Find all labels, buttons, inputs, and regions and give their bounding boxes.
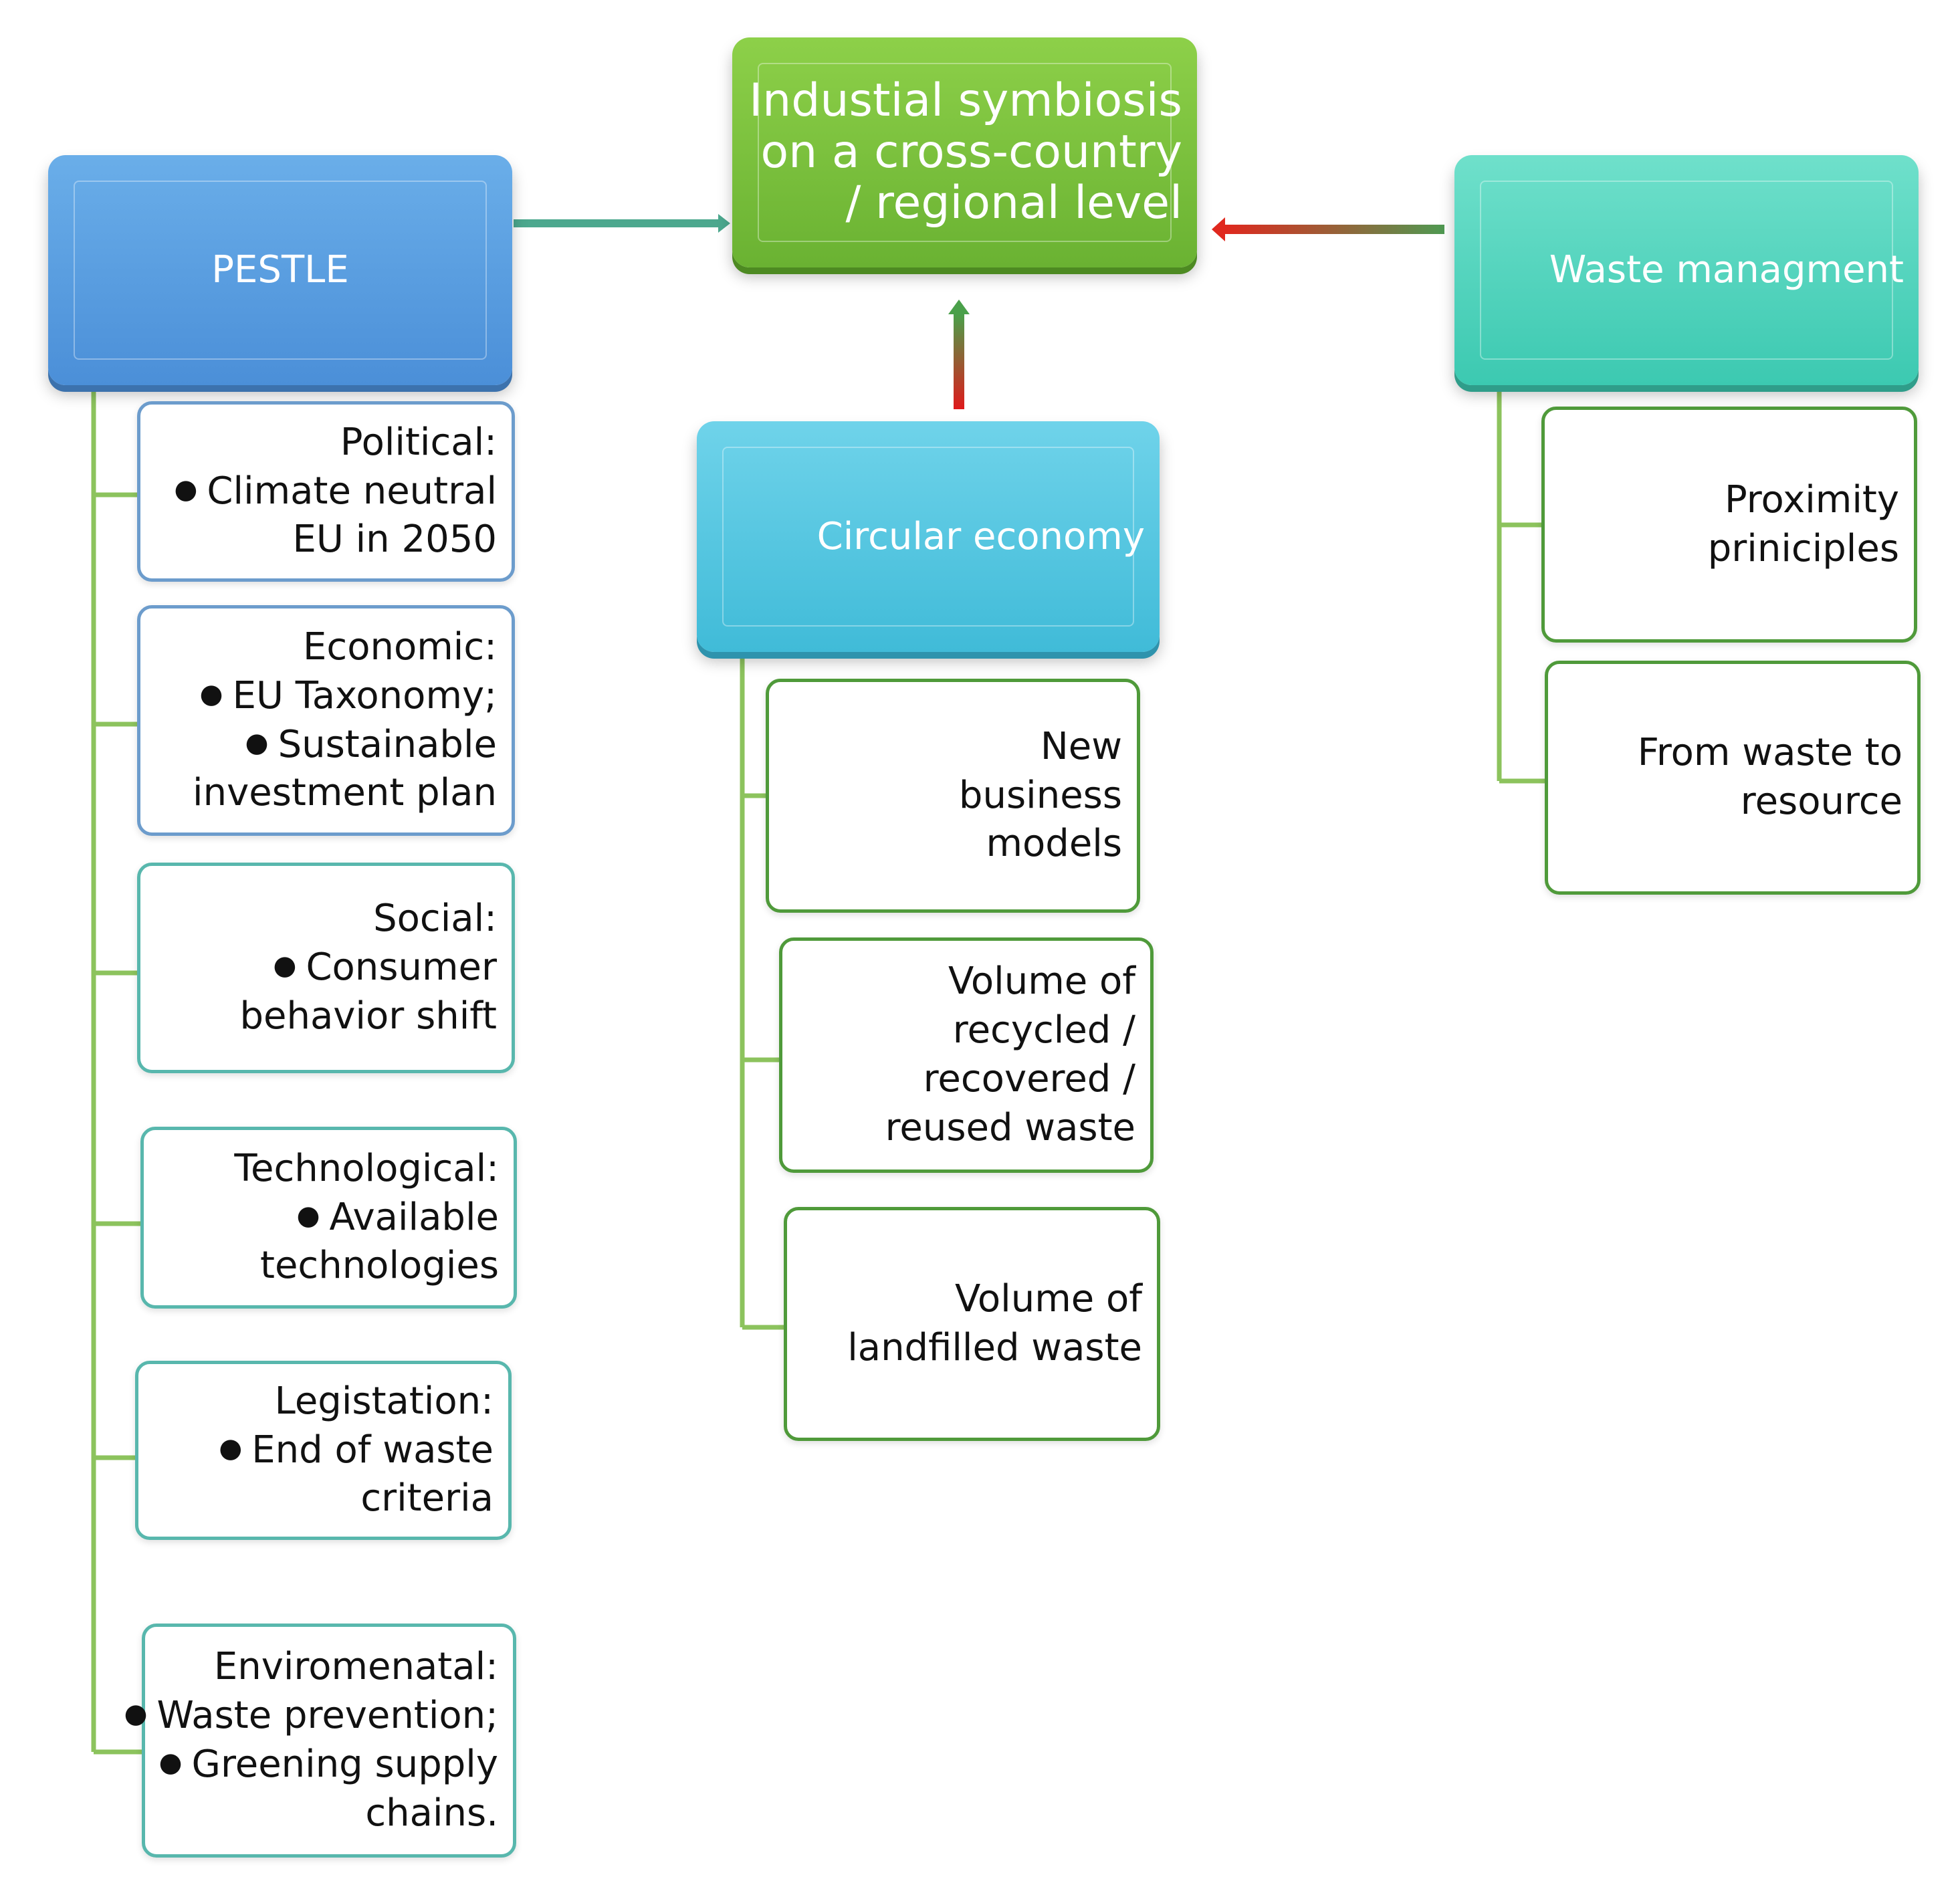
waste-item-waste-to-resource: From waste to resource (1545, 661, 1921, 895)
factor-bullet: Available (297, 1194, 499, 1242)
factor-bullet: Climate neutral (175, 467, 497, 516)
pestle-factor-legislation: Legistation: End of waste criteria (135, 1361, 512, 1540)
factor-bullet: Greening supply (159, 1741, 498, 1789)
arrow-waste-to-center (1212, 217, 1444, 241)
pestle-label: PESTLE (211, 248, 349, 292)
factor-bullet: Waste prevention; (124, 1692, 498, 1741)
waste-item-proximity: Proximity priniciples (1541, 407, 1917, 643)
circular-item-text: Volume of landfilled waste (847, 1277, 1142, 1369)
pestle-factor-political: Political: Climate neutral EU in 2050 (137, 401, 515, 582)
industrial-symbiosis-box: Industial symbiosis on a cross-country /… (732, 37, 1197, 267)
factor-bullet: End of waste (219, 1426, 494, 1475)
waste-management-box: Waste managment (1454, 155, 1919, 385)
waste-tree-lines (1497, 388, 1545, 784)
factor-bullet: EU Taxonomy; (200, 672, 497, 721)
waste-management-label: Waste managment (1549, 248, 1904, 292)
factor-line: investment plan (193, 771, 497, 815)
waste-item-text: From waste to resource (1637, 731, 1902, 823)
factor-title: Social: (373, 897, 497, 941)
pestle-factor-technological: Technological: Available technologies (140, 1127, 517, 1309)
factor-bullet: Sustainable (245, 721, 497, 770)
factor-line: technologies (260, 1244, 499, 1288)
circular-item-text: Volume of recycled / recovered / reused … (885, 960, 1135, 1149)
circular-item-landfilled-volume: Volume of landfilled waste (784, 1207, 1160, 1441)
factor-line: behavior shift (239, 994, 497, 1038)
factor-title: Political: (340, 420, 497, 464)
arrow-circular-to-center (948, 300, 970, 409)
pestle-tree-lines (91, 388, 142, 1755)
factor-line: chains. (365, 1791, 498, 1835)
factor-line: EU in 2050 (292, 518, 497, 562)
circular-economy-box: Circular economy (697, 421, 1160, 652)
pestle-factor-environmental: Enviromenatal: Waste prevention; Greenin… (142, 1624, 516, 1858)
circular-tree-lines (740, 654, 784, 1330)
pestle-factor-economic: Economic: EU Taxonomy; Sustainable inves… (137, 605, 515, 836)
circular-item-business-models: New business models (766, 679, 1140, 913)
factor-line: criteria (360, 1476, 494, 1521)
arrow-pestle-to-center (514, 214, 730, 233)
industrial-symbiosis-label: Industial symbiosis on a cross-country /… (749, 74, 1182, 230)
factor-title: Enviromenatal: (213, 1645, 498, 1689)
waste-item-text: Proximity priniciples (1707, 477, 1899, 570)
factor-bullet: Consumer (274, 943, 497, 992)
circular-item-text: New business models (958, 724, 1122, 866)
pestle-box: PESTLE (48, 155, 512, 385)
pestle-factor-social: Social: Consumer behavior shift (137, 863, 515, 1073)
factor-title: Economic: (303, 625, 497, 669)
circular-economy-label: Circular economy (816, 514, 1145, 558)
factor-title: Technological: (234, 1146, 499, 1190)
factor-title: Legistation: (274, 1379, 494, 1423)
circular-item-recycled-volume: Volume of recycled / recovered / reused … (779, 937, 1154, 1173)
